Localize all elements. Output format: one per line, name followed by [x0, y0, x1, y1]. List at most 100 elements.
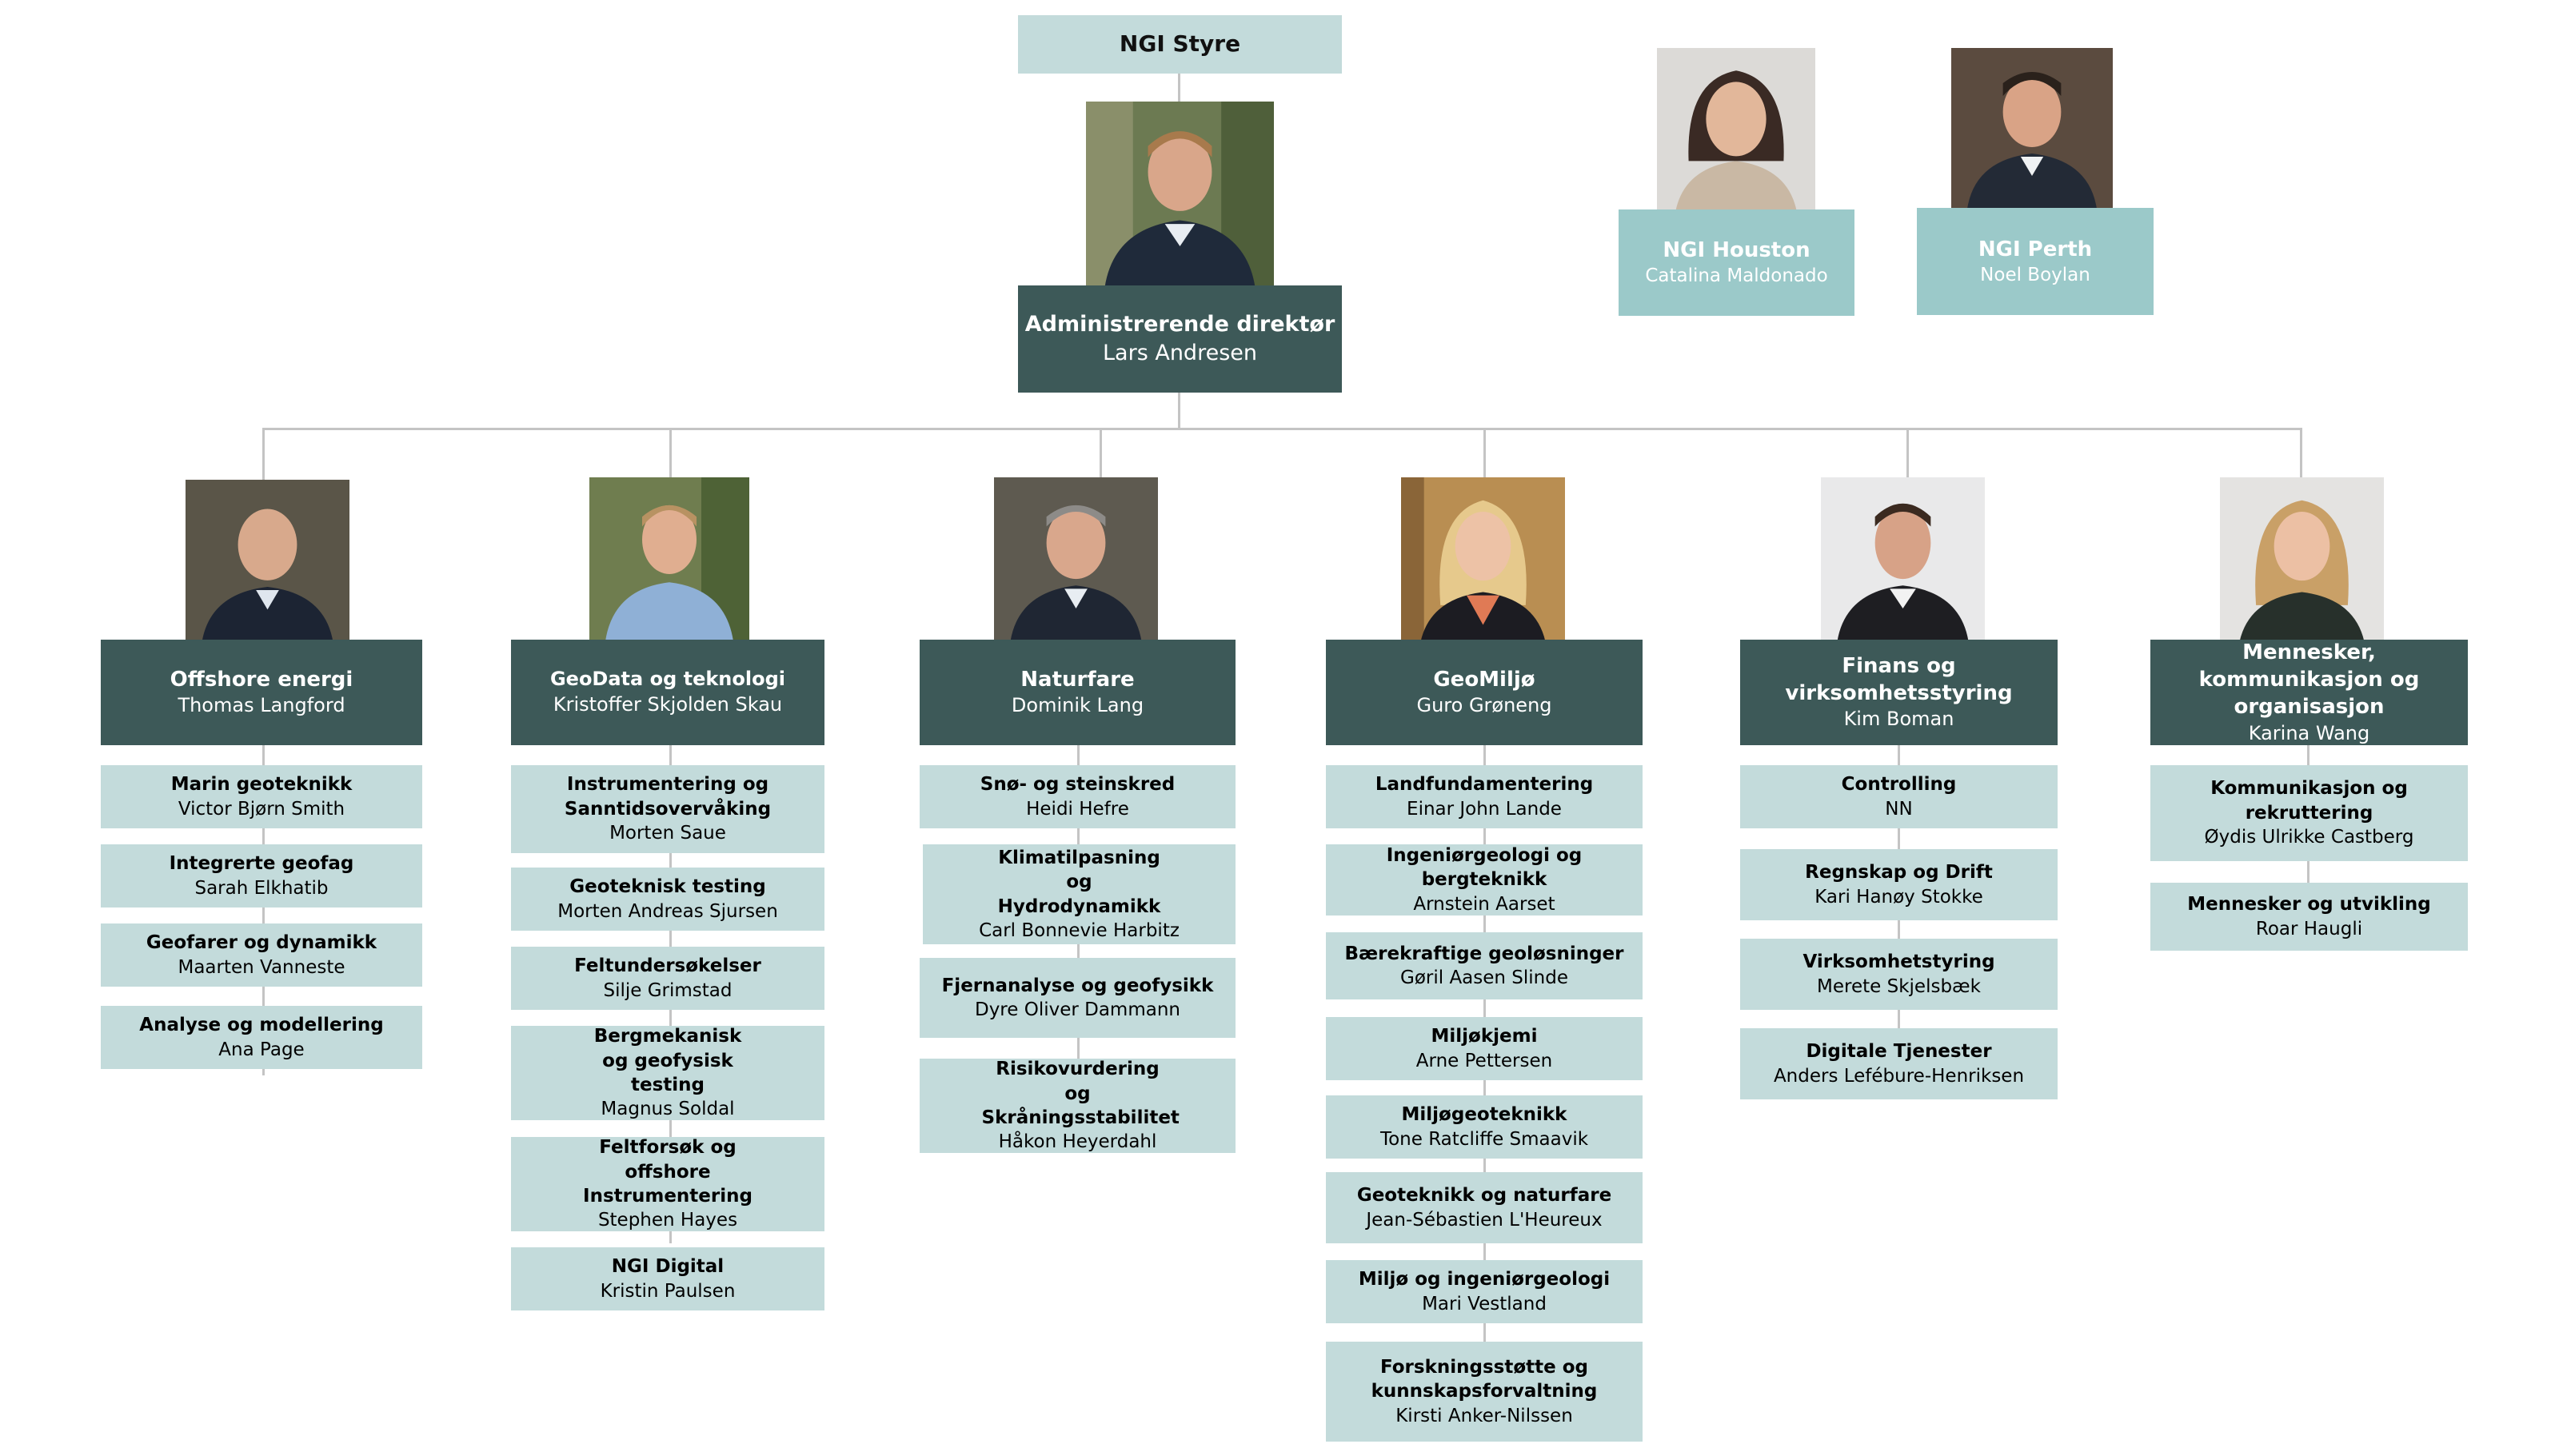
connector-ceo-down — [1178, 390, 1180, 430]
unit-name: Øydis Ulrikke Castberg — [2204, 827, 2414, 848]
dept-6-name: Karina Wang — [2248, 721, 2370, 744]
office-houston-name: Catalina Maldonado — [1645, 265, 1828, 287]
unit-title: Miljø og ingeniørgeologi — [1358, 1269, 1611, 1290]
unit-name: Dyre Oliver Dammann — [974, 999, 1180, 1020]
dept-2-unit-2: Geoteknisk testing Morten Andreas Sjurse… — [511, 868, 824, 931]
dept-5-unit-3: Virksomhetstyring Merete Skjelsbæk — [1740, 939, 2058, 1010]
office-houston-photo — [1657, 48, 1815, 209]
dept-2-photo — [589, 477, 749, 641]
dept-2-unit-4: Bergmekanisk og geofysisk testing Magnus… — [511, 1026, 824, 1120]
unit-name: Morten Andreas Sjursen — [557, 900, 778, 922]
dept-4-photo — [1401, 477, 1565, 641]
dept-3-name: Dominik Lang — [1011, 694, 1144, 717]
connector-dept-3 — [1100, 428, 1102, 477]
unit-title: Digitale Tjenester — [1806, 1041, 1992, 1063]
unit-title: Landfundamentering — [1375, 774, 1594, 796]
dept-2-unit-6: NGI Digital Kristin Paulsen — [511, 1247, 824, 1310]
dept-4-unit-3: Bærekraftige geoløsninger Gøril Aasen Sl… — [1326, 932, 1643, 999]
dept-1-name: Thomas Langford — [178, 694, 345, 717]
dept-4-unit-8: Forskningsstøtte og kunnskapsforvaltning… — [1326, 1342, 1643, 1442]
unit-name: Mari Vestland — [1422, 1293, 1547, 1314]
connector-dept-5 — [1906, 428, 1909, 477]
connector-horizontal-bus — [262, 428, 2302, 430]
dept-2-name: Kristoffer Skjolden Skau — [553, 693, 783, 716]
dept-1-title: Offshore energi — [170, 668, 353, 692]
unit-title: Snø- og steinskred — [980, 774, 1176, 796]
dept-1-unit-1: Marin geoteknikk Victor Bjørn Smith — [101, 765, 422, 828]
dept-1-photo — [186, 480, 349, 642]
ceo-name: Lars Andresen — [1103, 341, 1257, 365]
unit-title: NGI Digital — [611, 1256, 725, 1278]
dept-6-unit-2: Mennesker og utvikling Roar Haugli — [2150, 883, 2468, 951]
connector-dept-6 — [2300, 428, 2302, 477]
dept-2-unit-5: Feltforsøk og offshore Instrumentering S… — [511, 1137, 824, 1231]
dept-5-photo — [1821, 477, 1985, 641]
unit-name: Victor Bjørn Smith — [178, 798, 345, 820]
dept-5-unit-2: Regnskap og Drift Kari Hanøy Stokke — [1740, 849, 2058, 920]
unit-title: Geoteknikk og naturfare — [1356, 1185, 1612, 1207]
dept-3-unit-3: Fjernanalyse og geofysikk Dyre Oliver Da… — [920, 958, 1236, 1038]
dept-4-unit-4: Miljøkjemi Arne Pettersen — [1326, 1017, 1643, 1080]
unit-name: Roar Haugli — [2255, 918, 2363, 939]
unit-name: Kari Hanøy Stokke — [1814, 886, 1983, 908]
unit-title: Controlling — [1841, 774, 1957, 796]
dept-3-box: Naturfare Dominik Lang — [920, 640, 1236, 745]
unit-name: Ana Page — [218, 1039, 305, 1060]
unit-name: Arnstein Aarset — [1413, 893, 1555, 915]
dept-5-box: Finans og virksomhetsstyring Kim Boman — [1740, 640, 2058, 745]
unit-name: NN — [1885, 798, 1913, 820]
dept-1-unit-3: Geofarer og dynamikk Maarten Vanneste — [101, 923, 422, 987]
dept-4-unit-2: Ingeniørgeologi og bergteknikk Arnstein … — [1326, 844, 1643, 915]
dept-4-unit-1: Landfundamentering Einar John Lande — [1326, 765, 1643, 828]
unit-title: Instrumentering og Sanntidsovervåking — [564, 774, 772, 820]
dept-1-unit-4: Analyse og modellering Ana Page — [101, 1006, 422, 1069]
unit-title: Miljøkjemi — [1431, 1026, 1538, 1047]
dept-3-unit-4: Risikovurdering og Skråningsstabilitet H… — [920, 1059, 1236, 1153]
dept-4-unit-6: Geoteknikk og naturfare Jean-Sébastien L… — [1326, 1172, 1643, 1243]
office-perth-photo — [1951, 48, 2113, 208]
dept-5-unit-1: Controlling NN — [1740, 765, 2058, 828]
unit-title: Analyse og modellering — [139, 1015, 384, 1036]
dept-2-unit-3: Feltundersøkelser Silje Grimstad — [511, 947, 824, 1010]
unit-title: Integrerte geofag — [169, 853, 354, 875]
unit-name: Anders Lefébure-Henriksen — [1773, 1065, 2025, 1087]
dept-3-title: Naturfare — [1020, 668, 1135, 692]
board-title: NGI Styre — [1119, 30, 1241, 58]
dept-1-box: Offshore energi Thomas Langford — [101, 640, 422, 745]
unit-name: Kristin Paulsen — [600, 1280, 736, 1302]
dept-4-unit-5: Miljøgeoteknikk Tone Ratcliffe Smaavik — [1326, 1095, 1643, 1159]
dept-3-photo — [994, 477, 1158, 641]
unit-name: Gøril Aasen Slinde — [1400, 967, 1568, 988]
ceo-title: Administrerende direktør — [1024, 312, 1335, 337]
dept-6-unit-1: Kommunikasjon og rekruttering Øydis Ulri… — [2150, 765, 2468, 861]
board-box: NGI Styre — [1018, 15, 1342, 74]
connector-board-ceo — [1178, 72, 1180, 102]
unit-title: Bergmekanisk og geofysisk testing — [593, 1026, 742, 1095]
office-houston-box: NGI Houston Catalina Maldonado — [1619, 209, 1854, 316]
dept-6-photo — [2220, 477, 2384, 641]
dept-4-name: Guro Grøneng — [1416, 694, 1552, 717]
unit-name: Morten Saue — [609, 823, 726, 844]
ceo-photo — [1086, 102, 1274, 287]
unit-title: Geofarer og dynamikk — [146, 932, 377, 954]
dept-5-unit-4: Digitale Tjenester Anders Lefébure-Henri… — [1740, 1028, 2058, 1099]
unit-name: Merete Skjelsbæk — [1817, 975, 1981, 997]
dept-6-title: Mennesker, kommunikasjon og organisasjon — [2198, 640, 2420, 720]
unit-name: Sarah Elkhatib — [194, 877, 329, 899]
unit-title: Forskningsstøtte og kunnskapsforvaltning — [1371, 1356, 1598, 1402]
connector-dept-1 — [262, 428, 265, 480]
dept-3-unit-2: Klimatilpasning og Hydrodynamikk Carl Bo… — [923, 844, 1236, 944]
unit-title: Bærekraftige geoløsninger — [1344, 943, 1624, 964]
unit-name: Tone Ratcliffe Smaavik — [1379, 1128, 1589, 1150]
office-perth-box: NGI Perth Noel Boylan — [1917, 208, 2154, 315]
unit-title: Marin geoteknikk — [170, 774, 353, 796]
ceo-box: Administrerende direktør Lars Andresen — [1018, 285, 1342, 393]
unit-name: Magnus Soldal — [601, 1099, 735, 1120]
unit-title: Fjernanalyse og geofysikk — [941, 975, 1214, 996]
unit-title: Ingeniørgeologi og bergteknikk — [1386, 844, 1583, 891]
dept-5-title: Finans og virksomhetsstyring — [1785, 653, 2013, 706]
unit-title: Miljøgeoteknikk — [1401, 1104, 1567, 1126]
unit-name: Stephen Hayes — [597, 1210, 738, 1231]
unit-title: Feltforsøk og offshore Instrumentering — [583, 1137, 753, 1207]
unit-title: Klimatilpasning og Hydrodynamikk — [997, 847, 1161, 917]
